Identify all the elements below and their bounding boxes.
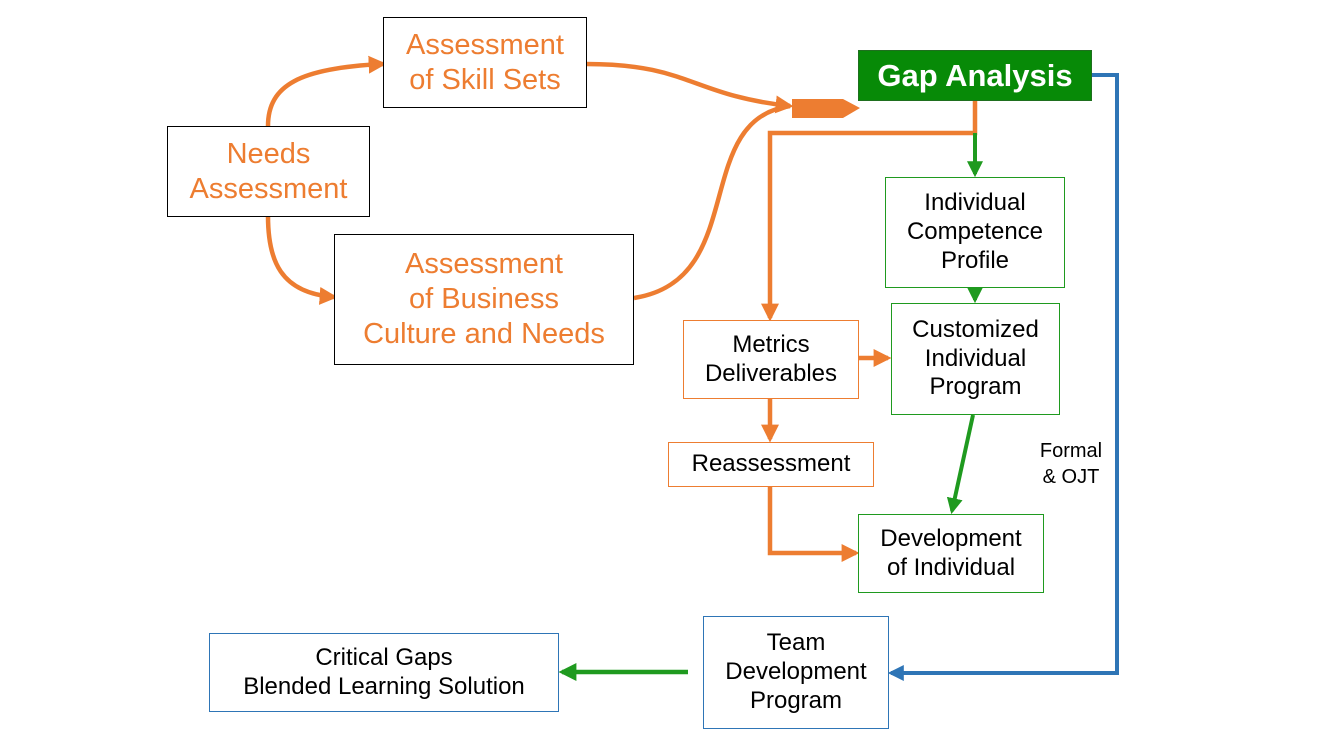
node-line: Reassessment (691, 450, 851, 478)
node-line: Assessment (189, 172, 348, 205)
node-line: Assessment (405, 248, 563, 281)
node-metrics-deliverables: Metrics Deliverables (683, 320, 859, 399)
arrow-gap-to-metrics (761, 101, 978, 322)
node-line: Development (880, 524, 1022, 552)
node-assessment-business-culture: Assessment of Business Culture and Needs (334, 234, 634, 365)
node-team-development-program: Team Development Program (703, 616, 889, 729)
node-line: Critical Gaps (315, 643, 453, 671)
node-line: of Business (409, 283, 559, 316)
node-line: of Individual (886, 553, 1016, 581)
node-assessment-skill-sets: Assessment of Skill Sets (383, 17, 587, 108)
node-needs-assessment: Needs Assessment (167, 126, 370, 217)
node-line: Individual (924, 344, 1027, 372)
node-line: Needs (226, 137, 311, 170)
arrow-needs-to-business-culture (265, 215, 338, 305)
node-development-of-individual: Development of Individual (858, 514, 1044, 593)
arrow-skill-sets-to-gap (585, 61, 794, 114)
node-gap-analysis: Gap Analysis (858, 50, 1092, 101)
node-line: Individual (924, 189, 1026, 217)
block-arrow-into-gap-analysis (792, 99, 860, 118)
node-critical-gaps: Critical Gaps Blended Learning Solution (209, 633, 559, 712)
arrow-needs-to-skill-sets (265, 55, 387, 127)
node-line: Metrics (732, 330, 810, 358)
node-line: of Skill Sets (409, 63, 561, 96)
arrow-business-culture-to-gap (633, 103, 791, 301)
node-line: Culture and Needs (363, 317, 605, 350)
node-line: Blended Learning Solution (243, 672, 525, 700)
node-line: Customized (912, 315, 1039, 343)
node-line: Assessment (406, 28, 564, 61)
arrow-customized-to-development (946, 414, 975, 515)
node-line: Program (929, 373, 1022, 401)
node-line: Deliverables (704, 359, 838, 387)
node-line: Gap Analysis (877, 57, 1073, 93)
node-line: Team (766, 629, 826, 657)
node-line: Competence (906, 218, 1044, 246)
node-line: Profile (940, 246, 1009, 274)
edge-label-line: Formal (1039, 440, 1103, 462)
arrow-reassessment-to-development (767, 487, 860, 562)
node-line: Development (725, 658, 867, 686)
node-customized-individual-program: Customized Individual Program (891, 303, 1060, 415)
edge-label-line: & OJT (1042, 466, 1100, 488)
node-individual-competence-profile: Individual Competence Profile (885, 177, 1065, 288)
edge-label-formal-ojt: Formal & OJT (1028, 438, 1114, 490)
node-reassessment: Reassessment (668, 442, 874, 487)
arrow-gap-to-team-program (887, 73, 1119, 681)
node-line: Program (749, 686, 842, 714)
